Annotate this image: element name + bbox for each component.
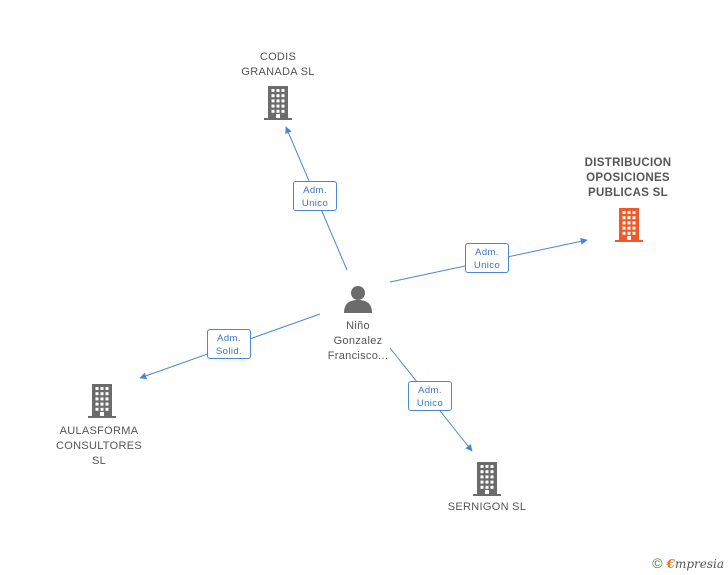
company-label-codis[interactable]: CODIS GRANADA SL <box>241 51 315 78</box>
building-icon[interactable] <box>473 462 501 496</box>
copyright-icon: © <box>652 555 663 571</box>
building-icon[interactable] <box>88 384 116 418</box>
edge-label-distribucion: Adm. Unico <box>465 243 509 273</box>
footer-credit: ©€mpresia <box>652 555 724 571</box>
edge-label-sernigon: Adm. Unico <box>408 381 452 411</box>
building-icon[interactable] <box>615 208 643 242</box>
person-icon[interactable] <box>344 286 372 313</box>
edge-label-codis: Adm. Unico <box>293 181 337 211</box>
company-label-aulasforma[interactable]: AULASFORMA CONSULTORES SL <box>55 425 143 467</box>
company-label-distribucion[interactable]: DISTRIBUCION OPOSICIONES PUBLICAS SL <box>584 157 672 199</box>
edge-label-aulasforma: Adm. Solid. <box>207 329 251 359</box>
brand-logo: €mpresia <box>666 557 724 571</box>
person-label[interactable]: Niño Gonzalez Francisco... <box>327 320 389 362</box>
building-icon[interactable] <box>264 86 292 120</box>
company-label-sernigon[interactable]: SERNIGON SL <box>447 501 527 513</box>
